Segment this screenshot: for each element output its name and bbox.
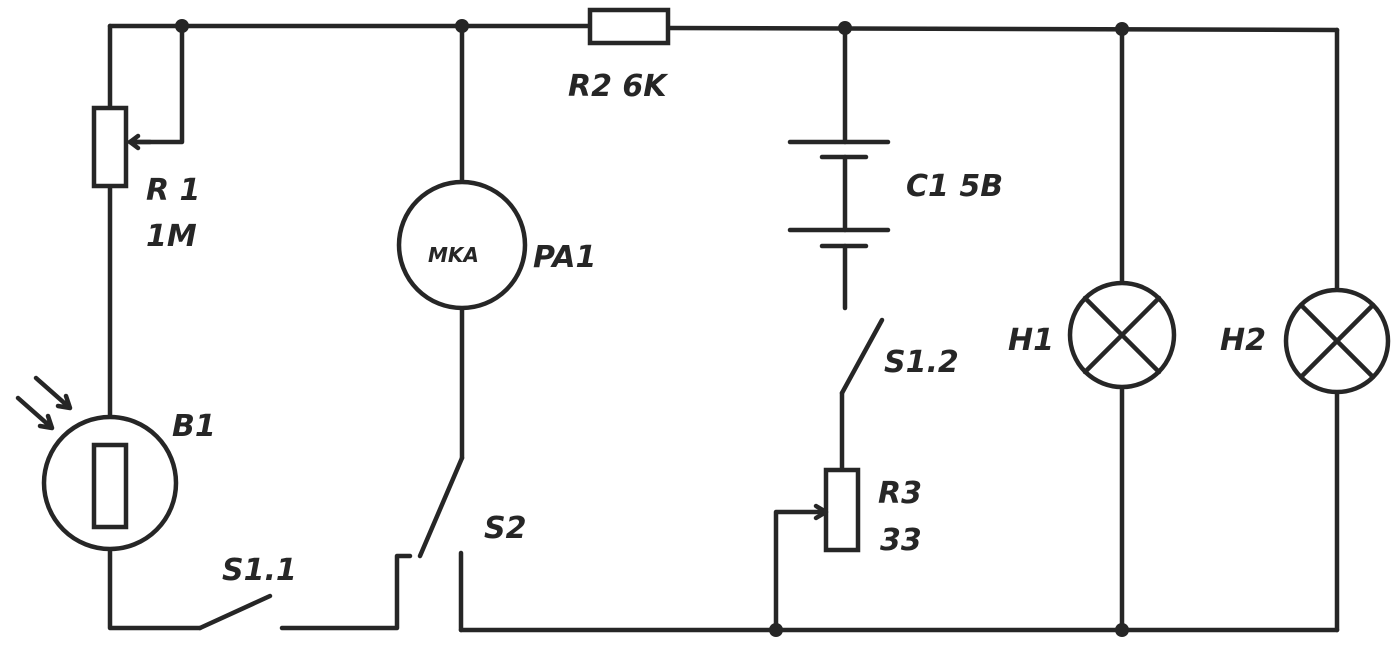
wire-s1-1-right bbox=[279, 553, 413, 631]
label-r3-name: R3 bbox=[878, 476, 922, 511]
resistor-r3 bbox=[813, 467, 861, 553]
wire-b1-down bbox=[107, 527, 203, 631]
junction-r3-bottom bbox=[769, 623, 783, 637]
junction-h1-bottom bbox=[1115, 623, 1129, 637]
label-meter-symbol: MKA bbox=[428, 243, 479, 267]
photoresistor-b1 bbox=[15, 375, 179, 552]
lamp-h1 bbox=[1067, 280, 1177, 390]
junction-meter bbox=[455, 19, 469, 33]
labels: R 1 1M R2 6K C1 5B MKA PA1 B1 S1.1 S2 S1… bbox=[146, 69, 1266, 588]
wire-r3-wiper bbox=[773, 509, 827, 633]
resistor-r2 bbox=[587, 7, 671, 46]
label-r2: R2 6K bbox=[568, 69, 669, 104]
label-b1: B1 bbox=[172, 409, 216, 444]
label-pa1: PA1 bbox=[533, 240, 596, 275]
light-arrow-icon bbox=[15, 395, 55, 431]
switch-s1-1 bbox=[197, 593, 273, 631]
meter-pa1 bbox=[396, 179, 528, 311]
label-s1-2: S1.2 bbox=[884, 345, 959, 380]
top-rail-right bbox=[665, 25, 1340, 33]
junction-r1-wiper bbox=[175, 19, 189, 33]
battery-c1 bbox=[787, 139, 891, 249]
label-h1: H1 bbox=[1008, 323, 1054, 358]
junction-h1-top bbox=[1115, 22, 1129, 36]
label-s2: S2 bbox=[484, 511, 526, 546]
lamp-h2 bbox=[1283, 287, 1391, 395]
light-arrow-icon-2 bbox=[33, 375, 73, 411]
resistor-r1 bbox=[91, 105, 153, 189]
switch-s2 bbox=[417, 455, 465, 559]
junction-c1 bbox=[838, 21, 852, 35]
junctions bbox=[175, 19, 1129, 637]
label-r1-name: R 1 bbox=[146, 173, 200, 208]
label-r3-value: 33 bbox=[880, 523, 922, 558]
wire-r1-wiper bbox=[127, 23, 185, 145]
label-r1-value: 1M bbox=[146, 219, 197, 254]
wires bbox=[107, 23, 1340, 633]
switch-s1-2 bbox=[839, 317, 885, 396]
label-h2: H2 bbox=[1220, 323, 1266, 358]
label-s1-1: S1.1 bbox=[222, 553, 297, 588]
label-c1: C1 5B bbox=[906, 169, 1003, 204]
